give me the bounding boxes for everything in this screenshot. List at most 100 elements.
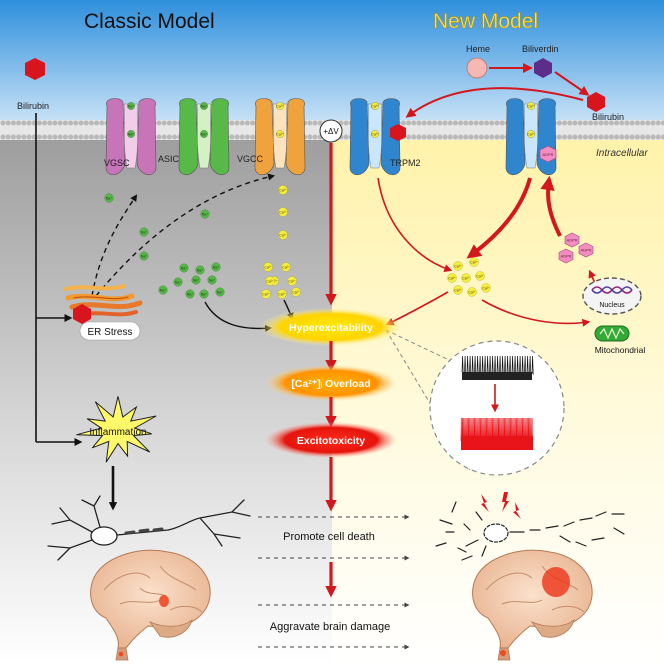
adpr-bound-icon <box>539 145 557 163</box>
hyperexcitability-glow <box>259 308 403 346</box>
calcium-ion-label: Ca²⁺ <box>454 288 462 292</box>
overload-label: [Ca²⁺]ᵢ Overload <box>291 378 370 390</box>
sodium-ion <box>179 263 189 273</box>
channel-asic: Na⁺Na⁺ASIC <box>158 98 230 176</box>
sodium-ion-label: Na⁺ <box>202 212 209 216</box>
delta-v-label: +ΔV <box>323 127 339 136</box>
bilirubin-right-label: Bilirubin <box>592 112 624 122</box>
channel-vgsc: Na⁺Na⁺VGSC <box>104 98 157 176</box>
sodium-ion <box>185 289 195 299</box>
adpr-icon <box>564 232 580 248</box>
arrow-bilirubin-trpm2 <box>405 87 584 118</box>
sodium-ion-label: Na⁺ <box>181 266 188 270</box>
calcium-ion-label: Ca²⁺ <box>279 210 287 214</box>
sodium-ion <box>200 209 210 219</box>
arrow-biliverdin-bilirubin <box>554 71 590 96</box>
calcium-ion <box>461 273 471 283</box>
calcium-ion-label: Ca²⁺ <box>262 292 270 296</box>
inflammation-burst-icon <box>76 396 157 463</box>
sodium-ion <box>199 289 209 299</box>
calcium-ion <box>475 271 485 281</box>
calcium-ion <box>263 262 273 272</box>
channel-ion-label: Ca²⁺ <box>371 104 379 108</box>
heme-pathway: Heme Biliverdin Bilirubin <box>405 44 624 122</box>
sodium-ion <box>139 227 149 237</box>
dashed-arrow-er-vgsc <box>91 194 138 297</box>
calcium-ion <box>291 287 301 297</box>
excitotoxicity-glow <box>265 422 397 458</box>
calcium-ion <box>447 273 457 283</box>
bilirubin-left-label: Bilirubin <box>17 101 49 111</box>
bilirubin-right-icon <box>587 92 605 112</box>
calcium-ion-label: Ca²⁺ <box>288 279 296 283</box>
calcium-ion <box>277 289 287 299</box>
cell-death-label: Promote cell death <box>283 531 375 543</box>
heme-label: Heme <box>466 44 490 54</box>
sodium-ion-label: Na⁺ <box>201 292 208 296</box>
classic-model-title: Classic Model <box>84 10 215 33</box>
adpr-icon <box>558 248 574 264</box>
sodium-ion <box>211 262 221 272</box>
sodium-ion <box>104 193 114 203</box>
channel-ion-label: Ca²⁺ <box>371 132 379 136</box>
calcium-ion <box>481 283 491 293</box>
adpr-bound-label: ADPR <box>542 152 553 157</box>
sodium-ion-label: Na⁺ <box>141 230 148 234</box>
sodium-ion <box>158 285 168 295</box>
neuron-healthy-icon <box>47 495 251 561</box>
bilirubin-left-icon <box>25 58 45 80</box>
calcium-ion-label: Ca²⁺ <box>448 276 456 280</box>
channel-trpm2-active: Ca²⁺Ca²⁺ <box>505 98 557 176</box>
calcium-ion <box>467 287 477 297</box>
channel-name-label: TRPM2 <box>390 158 421 168</box>
inflammation-label: Inflammation <box>89 427 146 438</box>
channel-ion-label: Ca²⁺ <box>276 132 284 136</box>
sodium-ion <box>215 287 225 297</box>
new-model-title: New Model <box>433 10 538 33</box>
inflammation-group: Inflammation <box>76 396 157 511</box>
calcium-ion-label: Ca²⁺ <box>454 264 462 268</box>
calcium-ion-label: Ca²⁺ <box>266 279 274 283</box>
calcium-ion <box>278 207 288 217</box>
sodium-ion-label: Na⁺ <box>187 292 194 296</box>
overload-glow <box>265 365 397 401</box>
calcium-ion <box>265 276 275 286</box>
calcium-ion-label: Ca²⁺ <box>292 290 300 294</box>
calcium-ion <box>453 261 463 271</box>
calcium-ion-label: Ca²⁺ <box>470 260 478 264</box>
calcium-ion <box>287 276 297 286</box>
adpr-label: ADPR <box>580 247 591 252</box>
calcium-ion <box>469 257 479 267</box>
free-ions: Na⁺Na⁺Na⁺Na⁺Na⁺Na⁺Na⁺Na⁺Na⁺Na⁺Na⁺Na⁺Na⁺N… <box>104 185 301 299</box>
outcome-dashes <box>258 514 410 650</box>
arrow-trpm2-cacluster <box>377 177 453 273</box>
calcium-ion <box>453 285 463 295</box>
mitochondrial-label: Mitochondrial <box>595 345 646 355</box>
sodium-ion-label: Na⁺ <box>217 290 224 294</box>
sodium-ion-label: Na⁺ <box>106 196 113 200</box>
channel-name-label: VGSC <box>104 158 130 168</box>
channel-ion-label: Na⁺ <box>201 104 208 108</box>
sodium-ion-label: Na⁺ <box>209 278 216 282</box>
arrow-cacluster-mito <box>481 299 591 327</box>
nucleus-label: Nucleus <box>599 302 625 309</box>
mitochondria-group: Mitochondrial <box>594 325 646 355</box>
sodium-ion <box>139 251 149 261</box>
nucleus-group: Nucleus <box>582 277 642 315</box>
firing-trace-hyper <box>460 417 533 450</box>
er-stress-group: ER Stress <box>64 284 143 341</box>
dashed-arrow-er-vgcc <box>95 173 276 297</box>
calcium-ion <box>278 185 288 195</box>
sodium-ion <box>195 265 205 275</box>
adpr-label: ADPR <box>566 237 577 242</box>
ion-channels: Na⁺Na⁺VGSCNa⁺Na⁺ASICCa²⁺Ca²⁺VGCCCa²⁺Ca²⁺… <box>104 98 557 176</box>
new-model-arrows <box>377 175 599 327</box>
calcium-ion-label: Ca²⁺ <box>278 292 286 296</box>
adpr-icon <box>578 242 594 258</box>
sodium-ion <box>173 277 183 287</box>
brain-damage-label: Aggravate brain damage <box>270 621 390 633</box>
brain-right-icon <box>472 549 593 661</box>
neuron-damaged-icon <box>435 501 625 561</box>
calcium-cluster: Ca²⁺Ca²⁺Ca²⁺Ca²⁺Ca²⁺Ca²⁺Ca²⁺Ca²⁺ <box>447 257 491 297</box>
